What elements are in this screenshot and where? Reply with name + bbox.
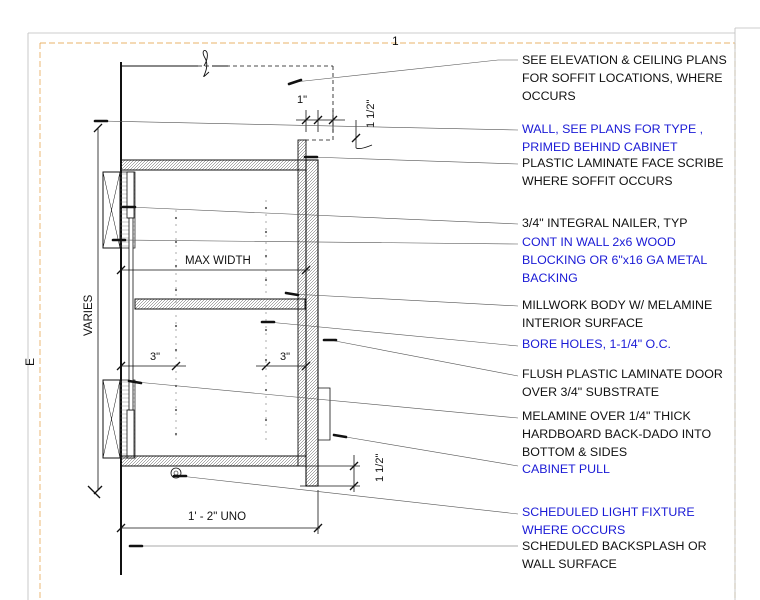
note-line: INTERIOR SURFACE xyxy=(522,316,644,330)
note-blocking: CONT IN WALL 2x6 WOOD BLOCKING OR 6"x16 G… xyxy=(522,233,707,287)
note-line: WALL, SEE PLANS FOR TYPE , xyxy=(522,122,704,136)
note-body: MILLWORK BODY W/ MELAMINE INTERIOR SURFAC… xyxy=(522,296,712,332)
note-bore-holes: BORE HOLES, 1-1/4" O.C. xyxy=(522,335,671,353)
blocking-lower xyxy=(102,379,136,459)
note-line: OVER 3/4" SUBSTRATE xyxy=(522,385,660,399)
bore-holes xyxy=(175,200,267,440)
note-line: FLUSH PLASTIC LAMINATE DOOR xyxy=(522,367,723,381)
note-line: HARDBOARD BACK-DADO INTO xyxy=(522,427,712,441)
leader-lines xyxy=(99,59,519,547)
note-line: WALL SURFACE xyxy=(522,557,617,571)
dimension-ticks xyxy=(87,115,361,533)
cabinet-top-panel xyxy=(120,159,307,171)
dim-bottom-1-half: 1 1/2" xyxy=(374,454,386,482)
note-line: PRIMED BEHIND CABINET xyxy=(522,140,678,154)
dim-top-1-half: 1 1/2" xyxy=(365,100,377,128)
bore-hole-dots xyxy=(174,206,268,436)
adjustable-shelf xyxy=(134,298,306,310)
note-line: BLOCKING OR 6"x16 GA METAL xyxy=(522,253,708,267)
soffit-outline xyxy=(198,65,334,141)
note-face-scribe: PLASTIC LAMINATE FACE SCRIBE WHERE SOFFIT… xyxy=(522,154,724,190)
dim-left-3in: 3" xyxy=(150,351,160,363)
note-line: BOTTOM & SIDES xyxy=(522,445,628,459)
note-line: BORE HOLES, 1-1/4" O.C. xyxy=(522,337,672,351)
note-line: MILLWORK BODY W/ MELAMINE xyxy=(522,298,713,312)
cabinet-side-panel xyxy=(297,159,307,467)
grid-row-label: E xyxy=(23,358,37,366)
dim-max-width: MAX WIDTH xyxy=(185,255,251,267)
note-backsplash: SCHEDULED BACKSPLASH OR WALL SURFACE xyxy=(522,537,707,573)
break-line xyxy=(120,50,228,78)
note-line: SCHEDULED BACKSPLASH OR xyxy=(522,539,707,553)
note-soffit: SEE ELEVATION & CEILING PLANS FOR SOFFIT … xyxy=(522,51,727,105)
note-back: MELAMINE OVER 1/4" THICK HARDBOARD BACK-D… xyxy=(522,407,711,461)
cabinet-back-panel xyxy=(128,217,134,411)
note-line: FOR SOFFIT LOCATIONS, WHERE xyxy=(522,71,723,85)
dim-top-1in: 1" xyxy=(297,94,307,106)
note-light: SCHEDULED LIGHT FIXTURE WHERE OCCURS xyxy=(522,503,695,539)
note-line: PLASTIC LAMINATE FACE SCRIBE xyxy=(522,156,724,170)
note-line: SCHEDULED LIGHT FIXTURE xyxy=(522,505,695,519)
note-nailer: 3/4" INTEGRAL NAILER, TYP xyxy=(522,214,688,232)
cabinet-pull xyxy=(318,387,331,441)
note-wall-type: WALL, SEE PLANS FOR TYPE , PRIMED BEHIND … xyxy=(522,120,703,156)
note-line: CONT IN WALL 2x6 WOOD xyxy=(522,235,676,249)
note-line: MELAMINE OVER 1/4" THICK xyxy=(522,409,691,423)
note-line: SEE ELEVATION & CEILING PLANS xyxy=(522,53,727,67)
note-door: FLUSH PLASTIC LAMINATE DOOR OVER 3/4" SUB… xyxy=(522,365,723,401)
note-line: BACKING xyxy=(522,271,578,285)
dim-varies: VARIES xyxy=(83,294,95,336)
note-line: WHERE SOFFIT OCCURS xyxy=(522,174,673,188)
dim-depth: 1' - 2" UNO xyxy=(188,511,246,523)
sheet-border xyxy=(27,27,760,600)
grid-col-label: 1 xyxy=(392,34,399,48)
note-line: WHERE OCCURS xyxy=(522,523,626,537)
note-pull: CABINET PULL xyxy=(522,460,610,478)
note-line: CABINET PULL xyxy=(522,462,610,476)
dim-right-3in: 3" xyxy=(280,351,290,363)
cabinet-bottom-panel xyxy=(120,455,307,467)
face-scribe xyxy=(297,139,307,161)
leader-ticks xyxy=(93,78,348,548)
note-line: 3/4" INTEGRAL NAILER, TYP xyxy=(522,216,688,230)
cabinet-door xyxy=(305,159,319,487)
note-line: OCCURS xyxy=(522,89,576,103)
dimension-lines xyxy=(97,110,373,534)
